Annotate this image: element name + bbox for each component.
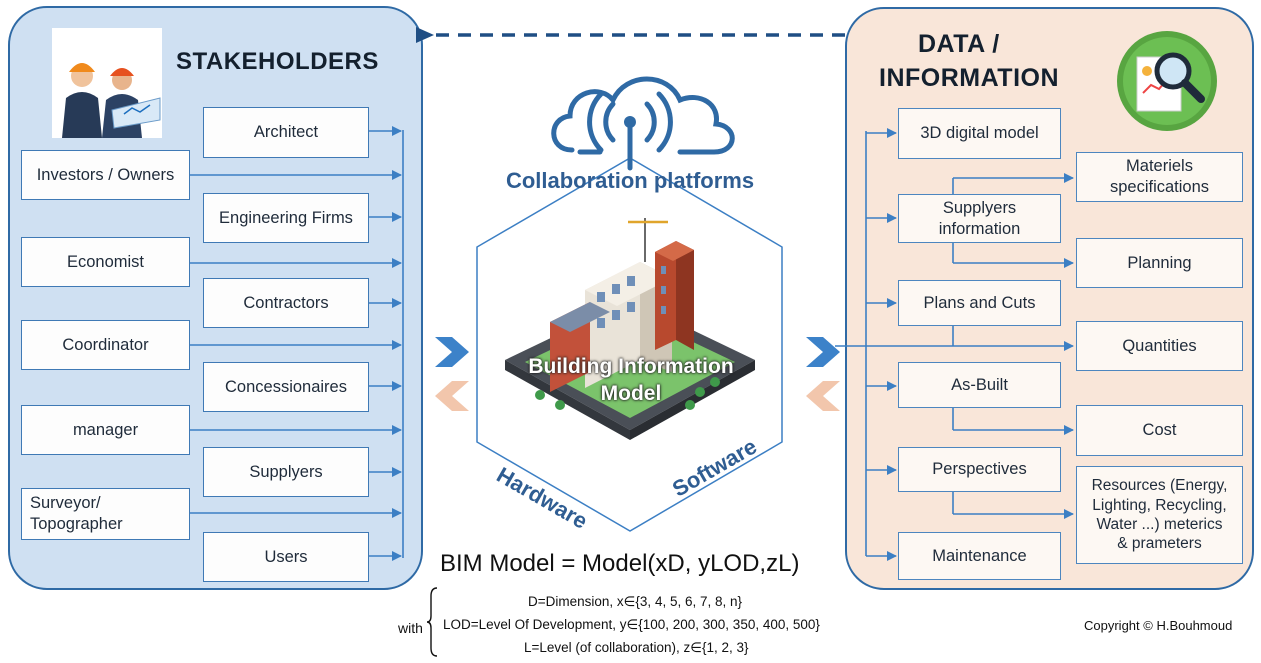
stakeholder-box-users: Users [203,532,369,582]
stakeholder-connectors [190,126,404,561]
data-box-perspectives: Perspectives [898,447,1061,492]
stakeholder-box-investors-owners: Investors / Owners [21,150,190,200]
formula-with-label: with [398,620,423,636]
chevron-right-icon-left [435,337,469,367]
data-box-materiels-specifications: Materiels specifications [1076,152,1243,202]
data-box-supplyers-information: Supplyers information [898,194,1061,243]
stakeholder-box-surveyor-topographer: Surveyor/ Topographer [21,488,190,540]
building-information-model-label-line1: Building Information [528,355,734,378]
data-box-as-built: As-Built [898,362,1061,408]
stakeholder-box-supplyers: Supplyers [203,447,369,497]
building-information-model-label-line2: Model [600,382,662,405]
stakeholder-box-coordinator: Coordinator [21,320,190,370]
building-icon [505,218,755,440]
chevron-left-icon-right [806,381,840,411]
chevron-left-icon-left [435,381,469,411]
formula-brace [426,586,438,658]
data-box-cost: Cost [1076,405,1243,456]
data-connectors [835,128,1074,561]
data-box-planning: Planning [1076,238,1243,288]
stakeholder-box-economist: Economist [21,237,190,287]
data-box-plans-and-cuts: Plans and Cuts [898,280,1061,326]
stakeholder-box-contractors: Contractors [203,278,369,328]
data-box-maintenance: Maintenance [898,532,1061,580]
bim-model-formula: BIM Model = Model(xD, yLOD,zL) [440,550,800,577]
stakeholder-box-concessionaires: Concessionaires [203,362,369,412]
data-information-title-line2: INFORMATION [879,64,1060,92]
formula-line-dimension: D=Dimension, x∈{3, 4, 5, 6, 7, 8, n} [528,594,743,609]
engineers-icon [52,28,162,138]
cloud-wifi-icon [551,76,735,171]
data-information-title-line1: DATA / [918,30,1000,58]
stakeholder-box-manager: manager [21,405,190,455]
magnifier-chart-icon [1115,29,1219,133]
stakeholder-box-architect: Architect [203,107,369,158]
formula-line-lod: LOD=Level Of Development, y∈{100, 200, 3… [443,617,820,632]
stakeholder-box-engineering-firms: Engineering Firms [203,193,369,243]
data-box-3d-digital-model: 3D digital model [898,108,1061,159]
formula-line-level: L=Level (of collaboration), z∈{1, 2, 3} [524,640,749,655]
collaboration-platforms-label: Collaboration platforms [505,168,755,193]
data-box-resources: Resources (Energy, Lighting, Recycling, … [1076,466,1243,564]
copyright-text: Copyright © H.Bouhmoud [1084,618,1233,633]
stakeholders-title: STAKEHOLDERS [176,48,379,75]
data-box-quantities: Quantities [1076,321,1243,371]
chevron-right-icon-right [806,337,840,367]
